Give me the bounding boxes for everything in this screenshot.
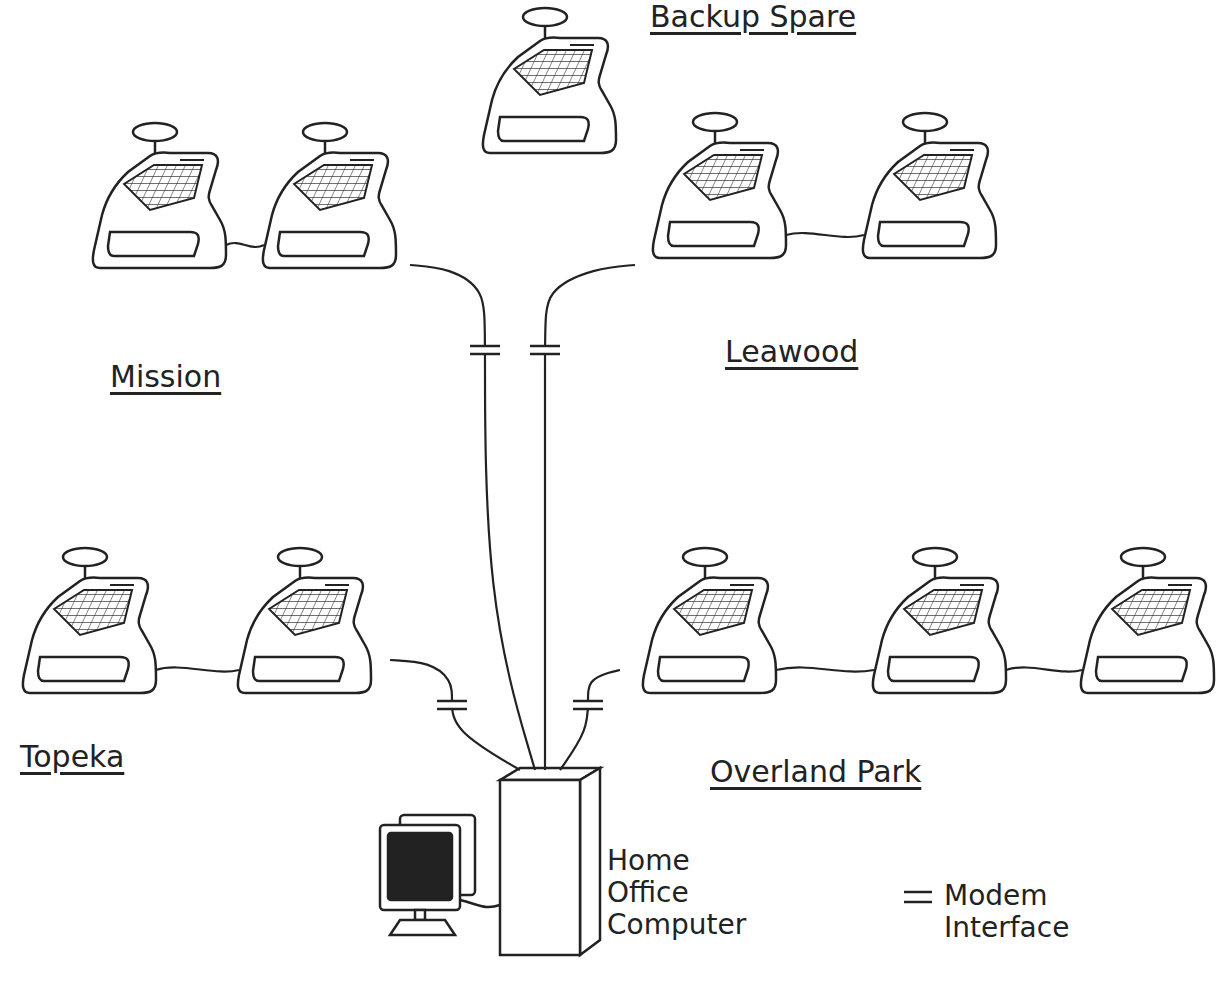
cash-register bbox=[23, 548, 156, 693]
store-group: Backup Spare bbox=[470, 0, 890, 150]
legend-row: Modem Interface bbox=[900, 880, 1114, 944]
monitor-cable bbox=[460, 900, 500, 907]
modem-line-group bbox=[529, 265, 635, 770]
modem-bar bbox=[904, 891, 932, 894]
tower-side bbox=[580, 768, 600, 955]
modem-gap bbox=[529, 346, 561, 354]
register-wire bbox=[226, 243, 264, 247]
monitor-screen bbox=[388, 833, 452, 900]
cash-registers bbox=[23, 8, 1214, 693]
store-group: Home Office Computer bbox=[375, 770, 763, 960]
cash-register bbox=[483, 8, 616, 153]
store-group: Topeka bbox=[5, 545, 390, 795]
modem-interface bbox=[470, 353, 500, 356]
modem-interface bbox=[470, 345, 500, 348]
cash-register bbox=[263, 123, 396, 268]
modem-interface bbox=[437, 708, 467, 711]
modem-gap bbox=[572, 701, 604, 709]
register-wire bbox=[1006, 667, 1082, 671]
monitor bbox=[380, 825, 460, 910]
modem-line bbox=[410, 265, 535, 770]
monitor-stand bbox=[415, 910, 425, 920]
location-label: Home Office Computer bbox=[607, 845, 757, 942]
store-group: Mission bbox=[75, 120, 410, 405]
cash-register bbox=[863, 113, 996, 258]
modem-line-group bbox=[560, 670, 620, 770]
cash-register bbox=[1081, 548, 1214, 693]
modem-interface bbox=[437, 700, 467, 703]
modem-gap bbox=[469, 346, 501, 354]
modem-interface bbox=[530, 345, 560, 348]
register-wire bbox=[156, 667, 239, 671]
cash-register bbox=[93, 123, 226, 268]
modem-bar bbox=[904, 901, 932, 904]
store-group: Leawood bbox=[635, 110, 1005, 385]
monitor-base bbox=[390, 920, 455, 935]
legend-label: Modem Interface bbox=[944, 880, 1114, 944]
store-group: Overland Park bbox=[620, 545, 1220, 805]
modem-line-group bbox=[390, 660, 520, 770]
home-office-computer bbox=[380, 768, 600, 955]
legend: Modem Interface bbox=[900, 880, 1114, 944]
register-wire bbox=[776, 667, 874, 671]
location-label: Topeka bbox=[20, 740, 124, 775]
modem-line bbox=[545, 265, 635, 770]
store-wires bbox=[156, 233, 1082, 672]
location-label: Leawood bbox=[725, 335, 858, 370]
modem-gap bbox=[436, 701, 468, 709]
modem-symbol bbox=[900, 880, 936, 914]
modem-line bbox=[390, 660, 520, 770]
modem-line bbox=[560, 670, 620, 770]
cash-register bbox=[653, 113, 786, 258]
modem-interface bbox=[530, 353, 560, 356]
tower bbox=[500, 780, 580, 955]
cash-register bbox=[643, 548, 776, 693]
location-label: Overland Park bbox=[710, 755, 921, 790]
cash-register bbox=[238, 548, 371, 693]
location-label: Mission bbox=[110, 360, 221, 395]
modem-line-group bbox=[410, 265, 535, 770]
register-wire bbox=[786, 233, 864, 237]
modem-interface bbox=[573, 700, 603, 703]
modem-interface bbox=[573, 708, 603, 711]
location-label: Backup Spare bbox=[650, 0, 856, 35]
cash-register bbox=[873, 548, 1006, 693]
